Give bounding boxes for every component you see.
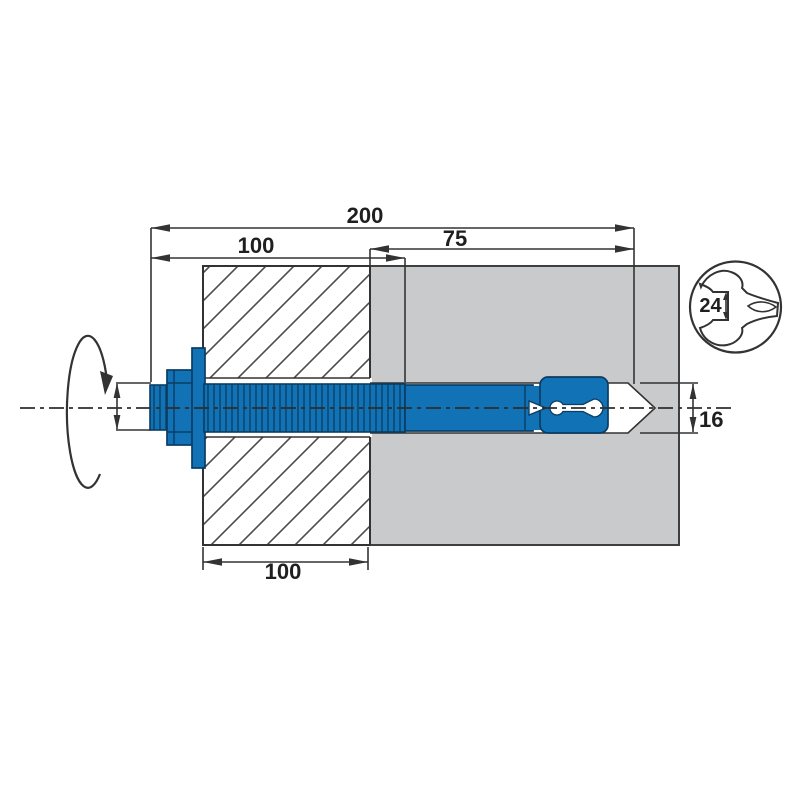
wrench-icon xyxy=(688,260,783,354)
dimension-thread-length xyxy=(151,254,406,382)
expansion-sleeve xyxy=(528,376,609,434)
dimension-total-length xyxy=(150,224,635,384)
wrench-gap-arrow xyxy=(723,292,729,320)
dimension-bolt-diameter xyxy=(113,382,151,431)
dimension-fixture-thickness xyxy=(202,547,369,570)
rotation-arrow-icon xyxy=(65,334,113,489)
dim-label-wrench-size: 24 xyxy=(699,295,722,317)
dimension-anchorage-depth xyxy=(369,245,634,266)
dim-label-total-length: 200 xyxy=(346,203,384,228)
dim-label-drill-diameter: 16 xyxy=(699,407,724,432)
dimension-drill-diameter xyxy=(640,382,698,434)
dim-label-fixture-thickness: 100 xyxy=(264,559,302,584)
dim-label-thread-length: 100 xyxy=(237,233,275,258)
dim-label-anchorage-depth: 75 xyxy=(442,226,468,251)
